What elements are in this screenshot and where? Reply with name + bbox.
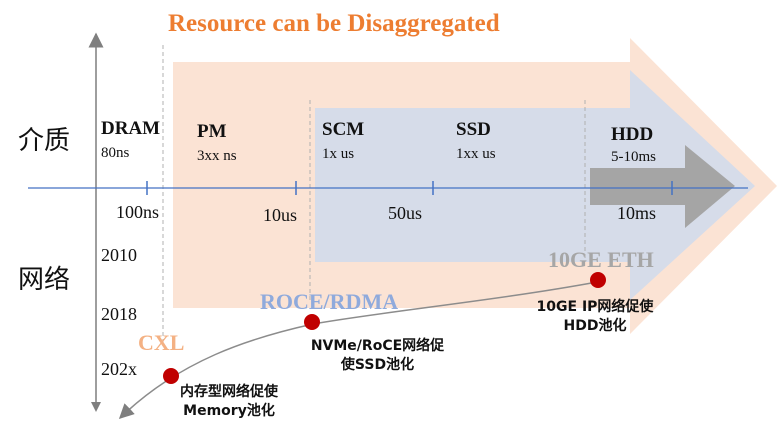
diagram-title: Resource can be Disaggregated [168,10,500,37]
row-label-network: 网络 [18,265,71,295]
media-latency-pm: 3xx ns [197,148,237,164]
media-latency-ssd: 1xx us [456,146,496,162]
caption-cxl-line1: 内存型网络促使 [180,384,278,400]
year-202x: 202x [101,359,137,379]
row-label-media: 介质 [18,126,71,156]
network-eth: 10GE ETH [548,247,654,272]
media-name-hdd: HDD [611,124,654,145]
network-cxl: CXL [138,330,185,355]
media-name-scm: SCM [322,119,365,140]
network-rdma: ROCE/RDMA [260,289,399,314]
media-latency-dram: 80ns [101,145,130,161]
caption-rdma: NVMe/RoCE网络促 使SSD池化 [290,337,465,375]
media-latency-scm: 1x us [322,146,355,162]
dot-rdma [304,314,320,330]
caption-eth: 10GE IP网络促使 HDD池化 [515,298,675,336]
caption-rdma-line2: 使SSD池化 [340,357,415,373]
tick-label-10ms: 10ms [617,203,657,223]
media-name-dram: DRAM [101,118,161,139]
year-2010: 2010 [101,245,137,265]
dot-cxl [163,368,179,384]
tick-label-100ns: 100ns [116,202,160,222]
caption-cxl: 内存型网络促使 Memory池化 [154,383,304,421]
caption-eth-line1: 10GE IP网络促使 [536,299,654,315]
caption-cxl-line2: Memory池化 [183,403,275,419]
year-2018: 2018 [101,304,137,324]
gray-arrow [590,145,735,228]
caption-rdma-line1: NVMe/RoCE网络促 [310,338,445,354]
media-name-ssd: SSD [456,119,491,140]
caption-eth-line2: HDD池化 [563,318,627,334]
blue-arrow [315,70,755,300]
tick-label-50us: 50us [388,203,423,223]
vertical-axis-bottom-tip [91,402,101,412]
media-name-pm: PM [197,121,227,142]
media-latency-hdd: 5-10ms [611,149,656,165]
tick-label-10us: 10us [263,205,298,225]
dot-eth [590,272,606,288]
